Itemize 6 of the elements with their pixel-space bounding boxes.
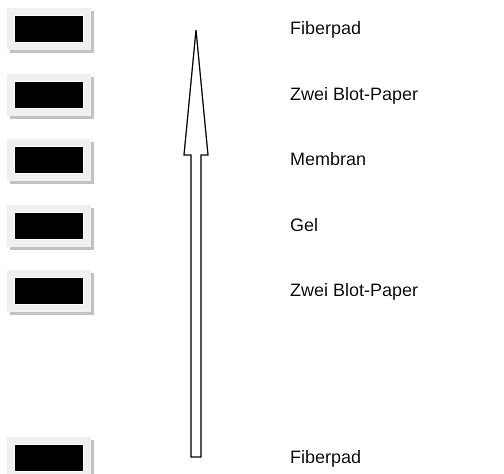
layer-label: Membran: [290, 148, 366, 170]
layer-label: Zwei Blot-Paper: [290, 279, 418, 301]
layer-label: Zwei Blot-Paper: [290, 83, 418, 105]
layer-label: Fiberpad: [290, 17, 362, 39]
layer-label: Fiberpad: [290, 446, 362, 468]
layer-label: Gel: [290, 214, 318, 236]
